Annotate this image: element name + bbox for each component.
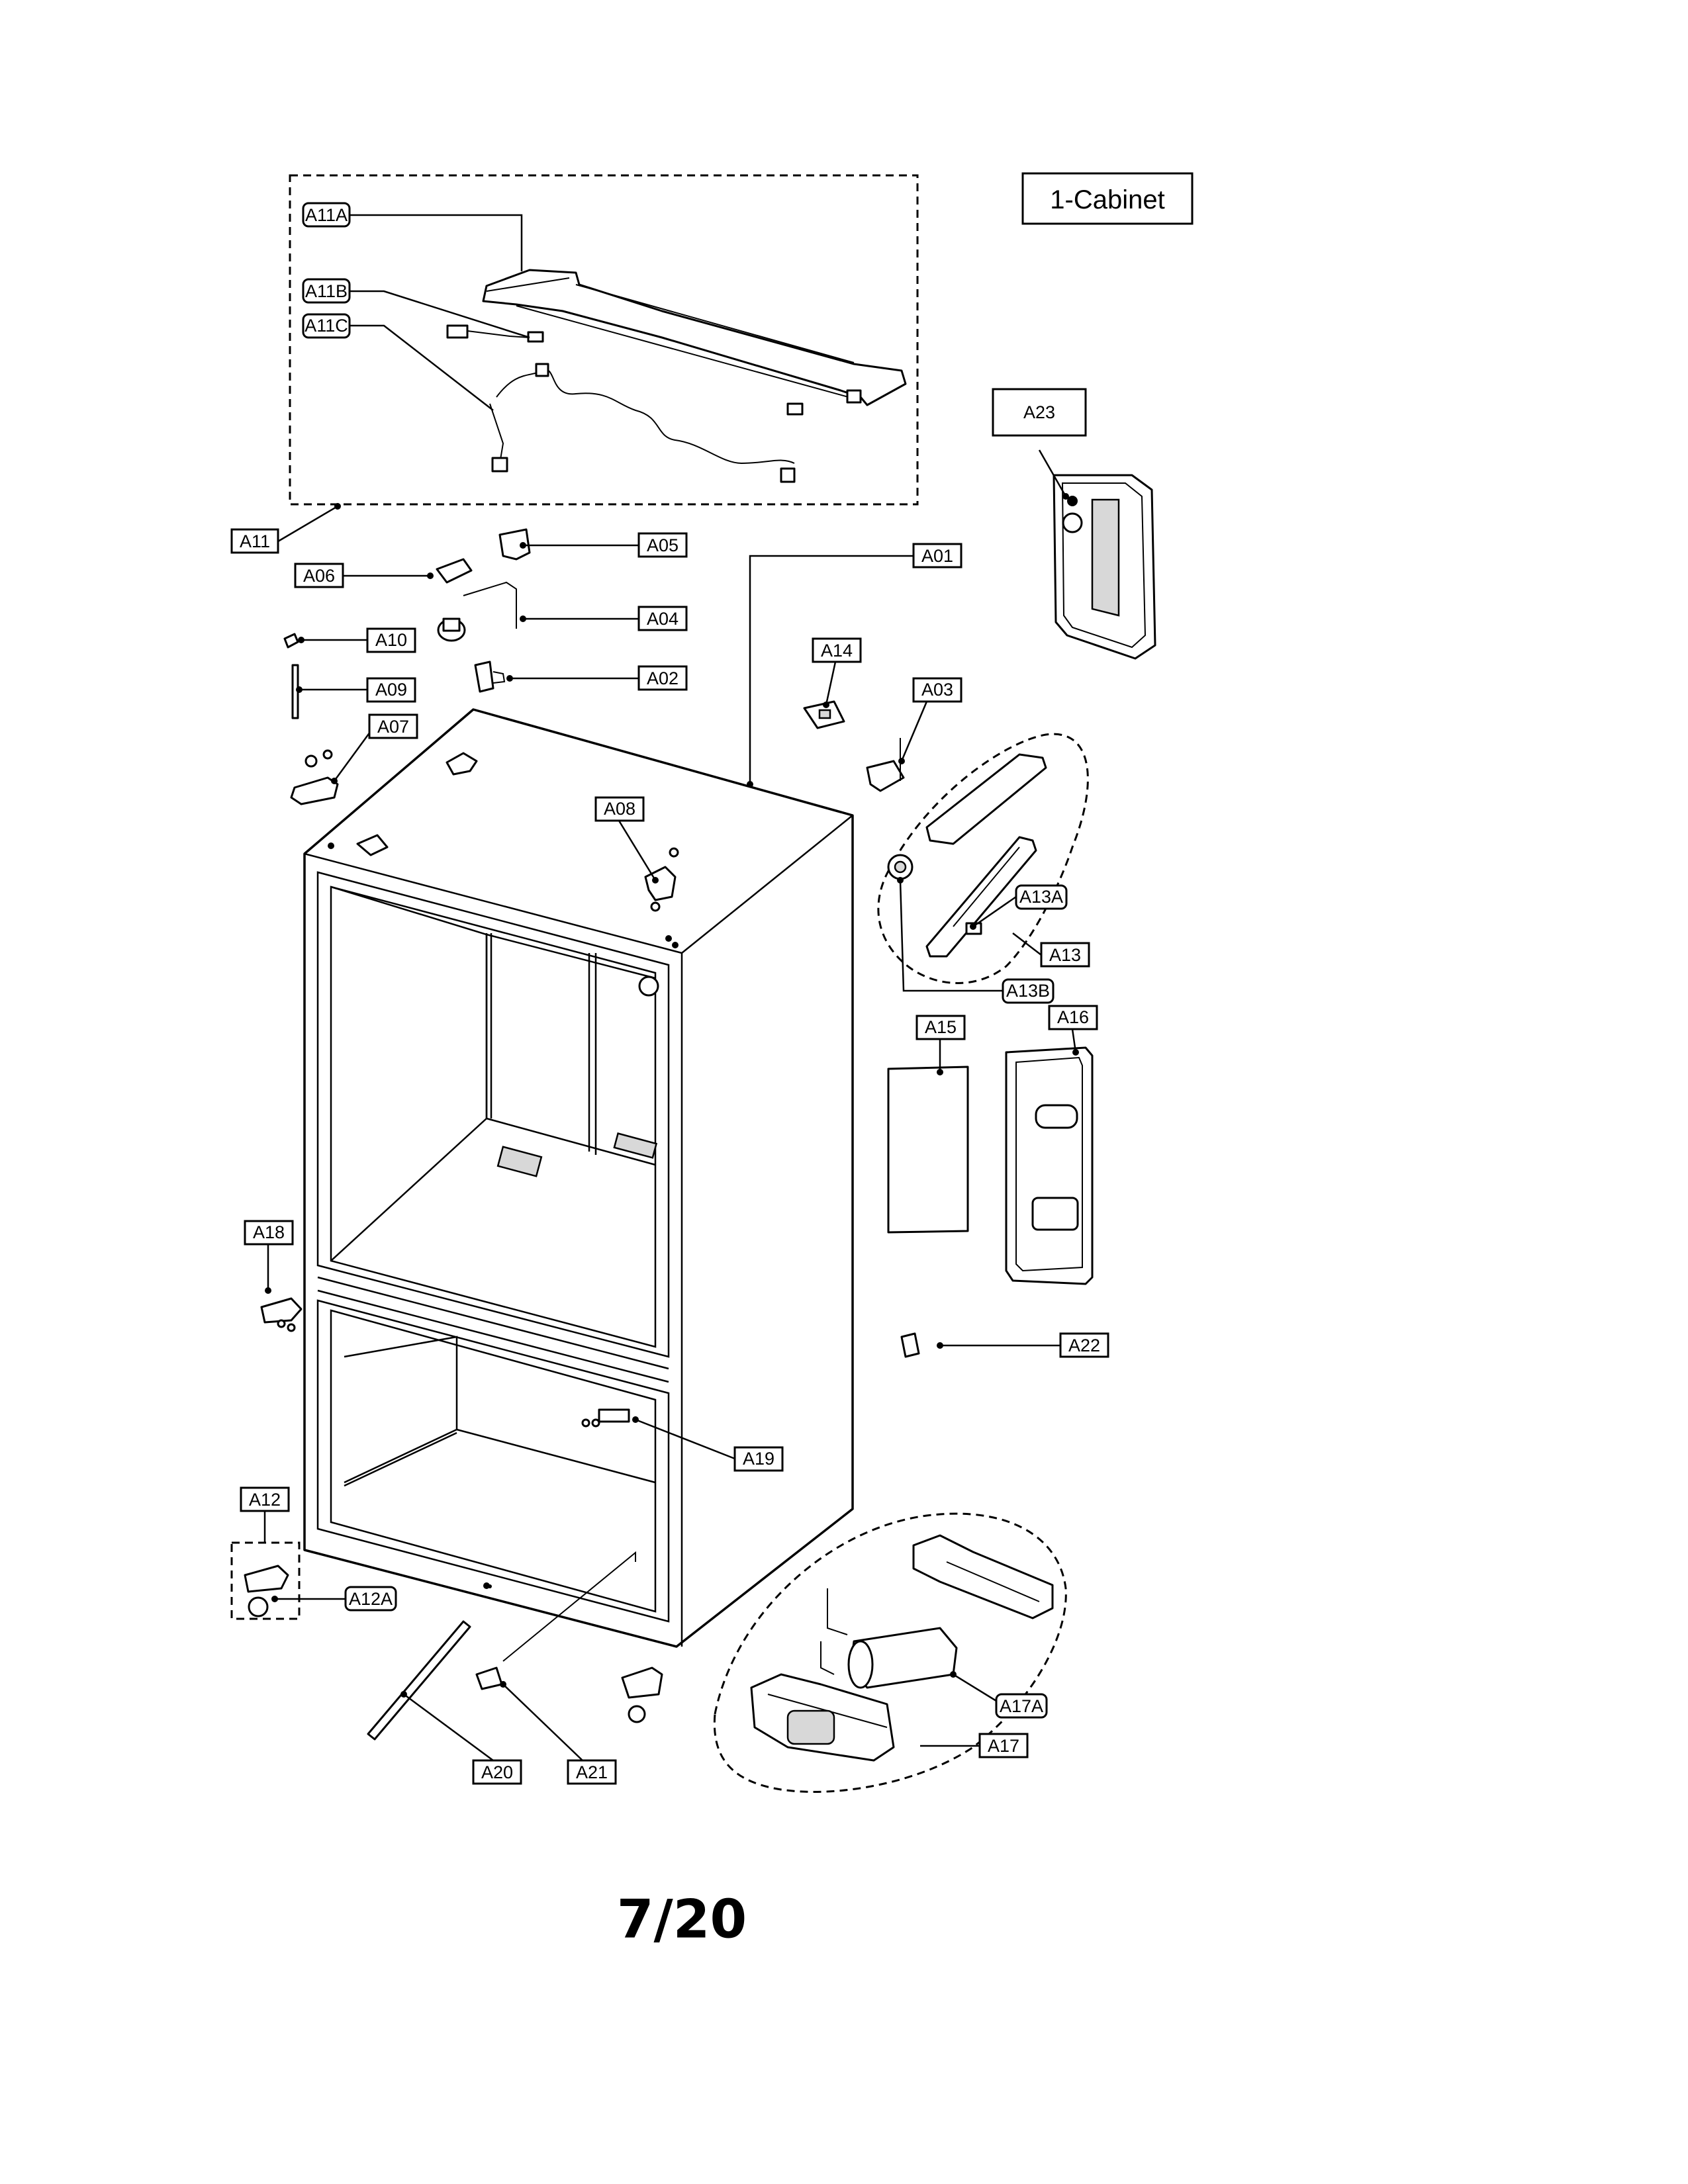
part-a02 <box>474 660 506 693</box>
part-a07-hinge <box>290 749 339 805</box>
part-a04 <box>437 581 517 642</box>
callout-a12: A12 <box>240 1486 290 1512</box>
svg-text:A05: A05 <box>647 535 679 555</box>
svg-text:A22: A22 <box>1068 1336 1100 1355</box>
callout-a05: A05 <box>637 532 688 558</box>
callout-a21: A21 <box>567 1759 617 1785</box>
callout-a10: A10 <box>366 627 416 653</box>
part-a15-sheet <box>887 1066 969 1234</box>
callout-a02: A02 <box>637 665 688 691</box>
callout-a13: A13 <box>1040 942 1090 968</box>
part-leg-bracket <box>621 1666 663 1723</box>
part-a20-rod <box>367 1620 471 1741</box>
callout-a17a: A17A <box>995 1693 1048 1719</box>
svg-text:A06: A06 <box>303 566 335 586</box>
svg-text:A13A: A13A <box>1019 887 1063 907</box>
part-a17-assembly <box>713 1512 1067 1793</box>
svg-text:A11C: A11C <box>305 316 348 336</box>
svg-text:A16: A16 <box>1057 1007 1089 1027</box>
part-a23-cover <box>1053 474 1156 660</box>
callout-a04: A04 <box>637 606 688 631</box>
svg-text:A11B: A11B <box>305 281 348 301</box>
svg-text:A02: A02 <box>647 668 679 688</box>
callout-a19: A19 <box>733 1446 784 1472</box>
svg-text:A17: A17 <box>988 1736 1019 1756</box>
part-a10-screw <box>283 633 299 649</box>
callout-a11: A11 <box>230 528 279 554</box>
svg-text:A03: A03 <box>921 680 953 700</box>
callout-a13a: A13A <box>1015 884 1068 910</box>
callout-a11c: A11C <box>302 313 351 339</box>
svg-text:A17A: A17A <box>1000 1696 1043 1716</box>
svg-text:A19: A19 <box>743 1449 774 1469</box>
callout-a06: A06 <box>294 563 344 588</box>
part-a12-assembly <box>230 1541 301 1620</box>
svg-text:A11: A11 <box>240 531 270 551</box>
svg-text:A23: A23 <box>1023 402 1055 422</box>
part-a05 <box>498 528 531 561</box>
callout-a01: A01 <box>912 543 962 569</box>
callout-a18: A18 <box>244 1220 294 1246</box>
page-number: 7/20 <box>617 1889 747 1950</box>
svg-text:A14: A14 <box>821 641 853 660</box>
part-a03 <box>866 738 905 792</box>
callout-a20: A20 <box>472 1759 522 1785</box>
leader-lines <box>263 214 1079 1762</box>
svg-text:A11A: A11A <box>305 205 348 225</box>
section-title: 1-Cabinet <box>1021 172 1194 225</box>
svg-text:A07: A07 <box>377 717 409 737</box>
callout-a13b: A13B <box>1002 978 1055 1004</box>
callout-a09: A09 <box>366 677 416 703</box>
callout-a23: A23 <box>992 388 1087 437</box>
svg-text:A13: A13 <box>1049 945 1081 965</box>
svg-text:A04: A04 <box>647 609 679 629</box>
svg-text:A15: A15 <box>925 1017 957 1037</box>
part-a18-hinge <box>260 1297 303 1332</box>
a11-assembly-outline <box>289 174 919 506</box>
svg-text:A01: A01 <box>921 546 953 566</box>
part-a08 <box>644 847 679 912</box>
section-title-text: 1-Cabinet <box>1050 185 1164 214</box>
part-a06 <box>436 558 473 584</box>
callout-a11a: A11A <box>302 202 351 228</box>
svg-text:A12: A12 <box>249 1490 281 1510</box>
callout-a03: A03 <box>912 677 962 703</box>
svg-text:A13B: A13B <box>1006 981 1050 1001</box>
callout-a17: A17 <box>978 1733 1029 1758</box>
part-a22 <box>900 1332 920 1358</box>
part-a16-panel <box>1005 1046 1094 1285</box>
svg-text:A18: A18 <box>253 1222 285 1242</box>
svg-text:A12A: A12A <box>349 1589 393 1609</box>
callout-a22: A22 <box>1059 1332 1109 1358</box>
part-a11b-connector <box>446 324 544 343</box>
part-a21 <box>475 1551 636 1690</box>
part-a11a-bracket <box>482 269 907 416</box>
svg-text:A09: A09 <box>375 680 407 700</box>
svg-text:A10: A10 <box>375 630 407 650</box>
svg-text:A21: A21 <box>576 1762 608 1782</box>
callout-a15: A15 <box>915 1015 966 1040</box>
callout-a07: A07 <box>368 713 418 739</box>
callout-a11b: A11B <box>302 278 351 304</box>
callout-a16: A16 <box>1048 1005 1098 1030</box>
callout-a08: A08 <box>594 796 645 822</box>
part-a19 <box>581 1408 630 1428</box>
callout-a12a: A12A <box>344 1586 397 1612</box>
part-a01-cabinet <box>303 708 854 1648</box>
callout-a14: A14 <box>812 637 862 663</box>
svg-text:A08: A08 <box>604 799 635 819</box>
part-a11c-harness <box>489 363 796 483</box>
svg-text:A20: A20 <box>481 1762 513 1782</box>
